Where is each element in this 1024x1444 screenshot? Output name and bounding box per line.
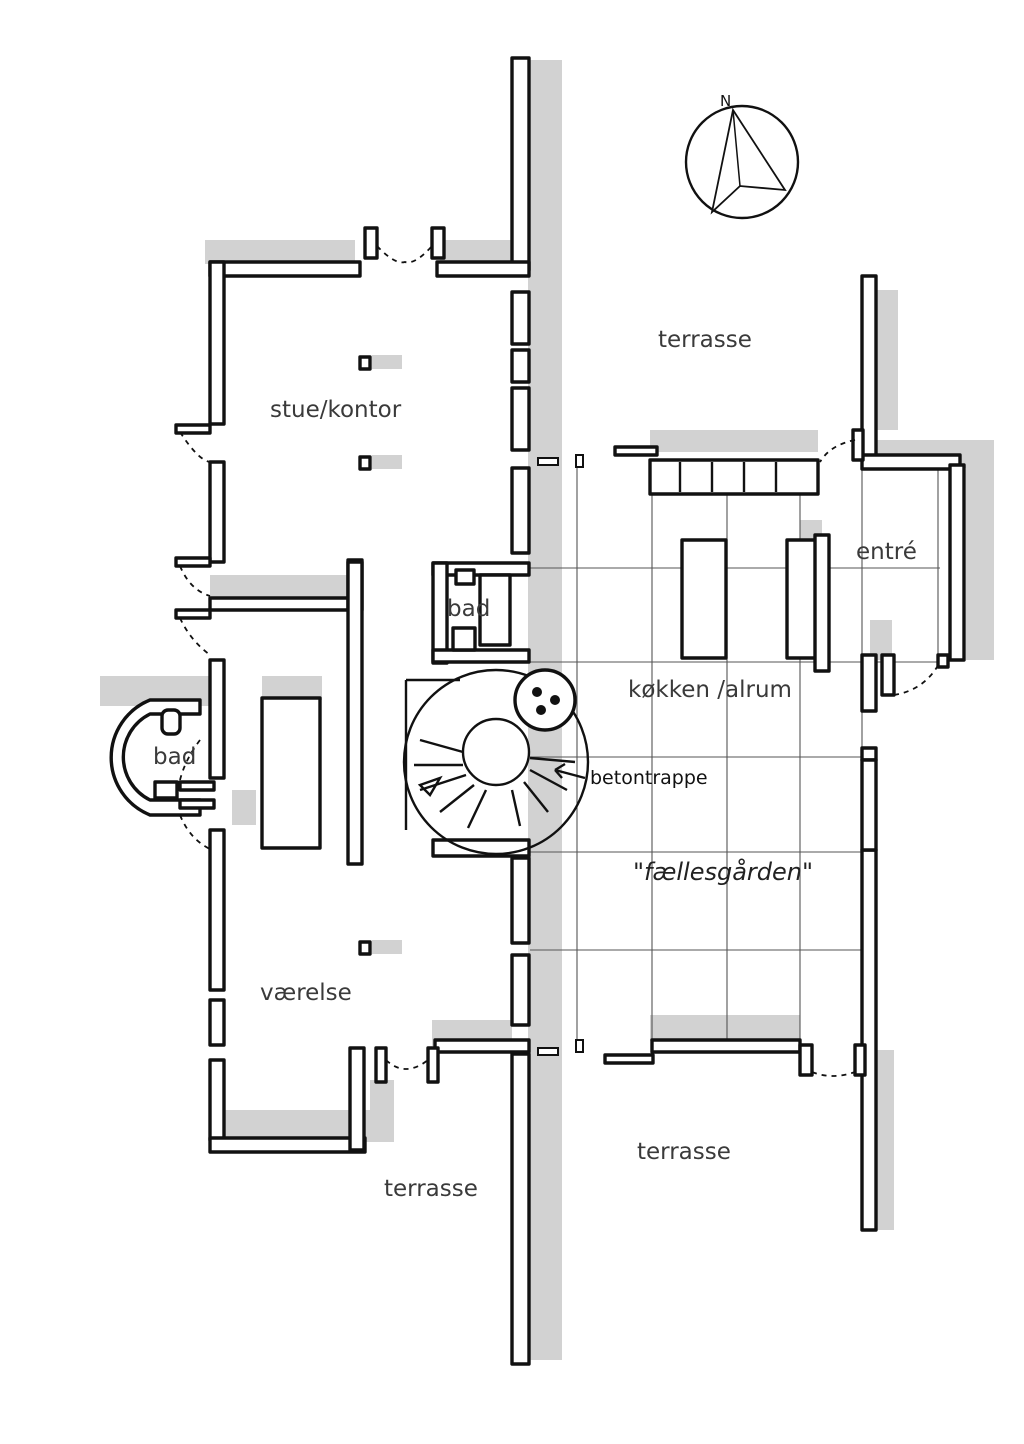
north-compass: [684, 104, 800, 220]
south-wing-doors: [385, 1059, 429, 1070]
east-wing-walls: [603, 274, 966, 1232]
label-stue-kontor: stue/kontor: [270, 397, 402, 423]
label-kokken-alrum: køkken /alrum: [628, 677, 792, 703]
north-wing-walls: [174, 226, 531, 620]
label-betontrappe: betontrappe: [590, 767, 708, 789]
label-entre: entré: [856, 539, 917, 565]
label-terrasse-s: terrasse: [384, 1176, 478, 1202]
label-terrasse-se: terrasse: [637, 1139, 731, 1165]
label-faellesgaarden: "fællesgården": [633, 857, 813, 886]
central-spine-wall: [510, 56, 531, 1366]
label-bad-west: bad: [153, 744, 196, 770]
west-bath-walls: [109, 658, 322, 992]
middle-wing-walls: [346, 560, 531, 866]
compass-north-letter: N: [720, 92, 731, 110]
label-vaerelse: værelse: [260, 980, 352, 1006]
west-bath-doors: [179, 739, 213, 851]
spiral-stair: [402, 668, 590, 856]
label-terrasse-ne: terrasse: [658, 327, 752, 353]
south-wing-walls: [208, 940, 531, 1154]
label-bad-center: bad: [447, 596, 490, 622]
north-wing-doors: [179, 245, 433, 656]
spine-windows: [537, 454, 584, 1056]
east-wing-doors: [811, 439, 941, 1077]
